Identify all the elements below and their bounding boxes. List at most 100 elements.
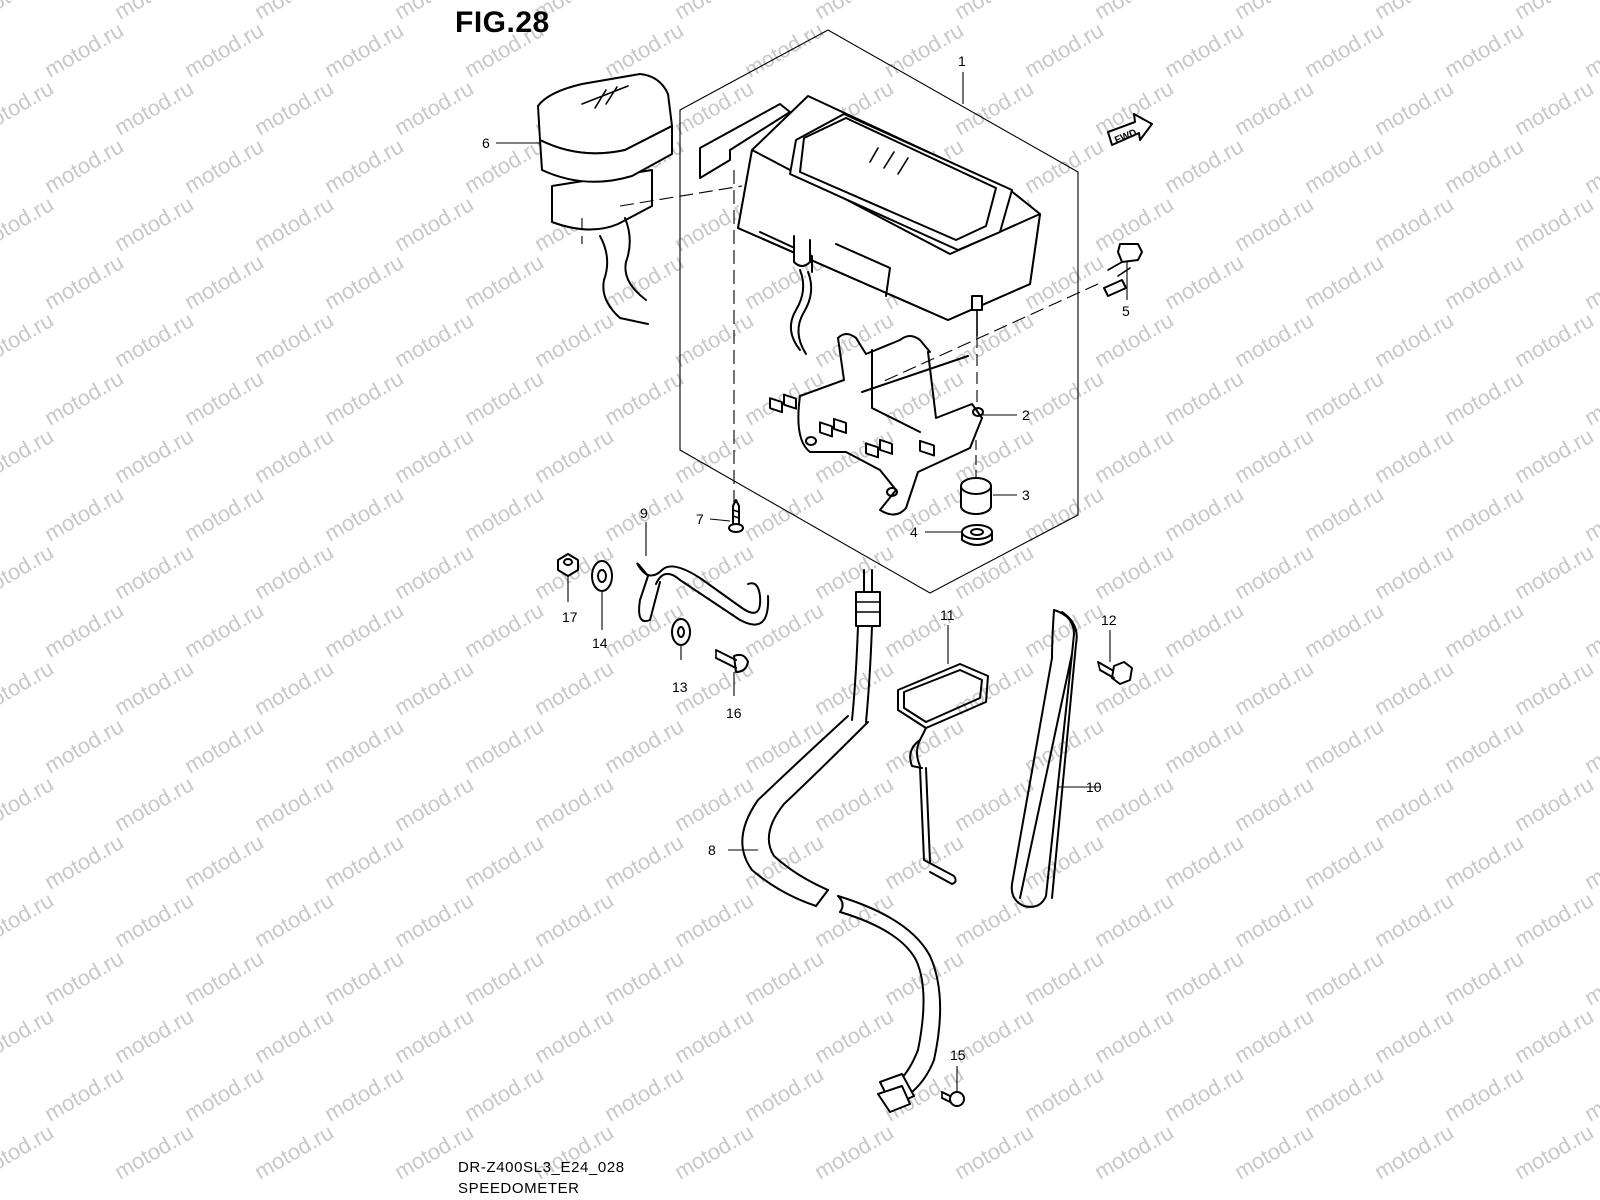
watermark-text: motod.ru: [460, 365, 548, 430]
watermark-text: motod.ru: [180, 481, 268, 546]
watermark-text: motod.ru: [320, 17, 408, 82]
callout-16: 16: [726, 705, 742, 721]
watermark-text: motod.ru: [1020, 945, 1108, 1010]
watermark-text: motod.ru: [670, 307, 758, 372]
part-15-screw: [941, 1091, 965, 1107]
watermark-text: motod.ru: [460, 713, 548, 778]
watermark-text: motod.ru: [110, 423, 198, 488]
callout-14: 14: [592, 635, 608, 651]
callout-numbers: 1 2 3 4 5 6 7 8 9 10 11 12 13 14 15 16 1…: [482, 53, 1130, 1063]
watermark-text: motod.ru: [670, 423, 758, 488]
meter-buttons: [769, 393, 935, 459]
watermark-text: motod.ru: [1440, 945, 1528, 1010]
callout-9: 9: [640, 505, 648, 521]
watermark-text: motod.ru: [460, 481, 548, 546]
watermark-text: motod.ru: [1020, 1061, 1108, 1126]
watermark-text: motod.ru: [1580, 829, 1600, 894]
watermark-text: motod.ru: [600, 249, 688, 314]
watermark-text: motod.ru: [180, 713, 268, 778]
watermark-text: motod.ru: [1020, 365, 1108, 430]
watermark-text: motod.ru: [320, 829, 408, 894]
watermark-text: motod.ru: [1580, 945, 1600, 1010]
watermark-text: motod.ru: [1160, 829, 1248, 894]
watermark-text: motod.ru: [1230, 191, 1318, 256]
watermark-text: motod.ru: [1090, 1003, 1178, 1068]
watermark-text: motod.ru: [740, 17, 828, 82]
watermark-text: motod.ru: [1580, 713, 1600, 778]
watermark-text: motod.ru: [1020, 481, 1108, 546]
watermark-text: motod.ru: [1300, 945, 1388, 1010]
watermark-text: motod.ru: [40, 249, 128, 314]
watermark-text: motod.ru: [1510, 1119, 1598, 1184]
watermark-text: motod.ru: [670, 887, 758, 952]
watermark-text: motod.ru: [1160, 365, 1248, 430]
watermark-text: motod.ru: [1580, 17, 1600, 82]
watermark-text: motod.ru: [530, 307, 618, 372]
watermark-text: motod.ru: [1580, 249, 1600, 314]
watermark-text: motod.ru: [1300, 597, 1388, 662]
watermark-text: motod.ru: [250, 191, 338, 256]
watermark-text: motod.ru: [40, 713, 128, 778]
watermark-text: motod.ru: [880, 17, 968, 82]
watermark-text: motod.ru: [460, 1061, 548, 1126]
watermark-text: motod.ru: [600, 713, 688, 778]
watermark-text: motod.ru: [1580, 365, 1600, 430]
watermark-text: motod.ru: [1160, 945, 1248, 1010]
watermark-text: motod.ru: [460, 945, 548, 1010]
watermark-text: motod.ru: [390, 1003, 478, 1068]
watermark-text: motod.ru: [180, 829, 268, 894]
watermark-text: motod.ru: [0, 771, 58, 836]
leader-lines: [496, 72, 1128, 1092]
watermark-text: motod.ru: [0, 423, 58, 488]
watermark-text: motod.ru: [110, 539, 198, 604]
watermark-text: motod.ru: [810, 1119, 898, 1184]
watermark-text: motod.ru: [180, 249, 268, 314]
watermark-text: motod.ru: [390, 655, 478, 720]
watermark-text: motod.ru: [600, 17, 688, 82]
watermark-text: motod.ru: [390, 423, 478, 488]
watermark-text: motod.ru: [40, 133, 128, 198]
watermark-text: motod.ru: [460, 249, 548, 314]
watermark-text: motod.ru: [320, 133, 408, 198]
watermark-text: motod.ru: [1370, 655, 1458, 720]
watermark-text: motod.ru: [1230, 655, 1318, 720]
watermark-text: motod.ru: [530, 771, 618, 836]
watermark-text: motod.ru: [1510, 1003, 1598, 1068]
watermark-text: motod.ru: [1020, 133, 1108, 198]
watermark-text: motod.ru: [0, 539, 58, 604]
watermark-text: motod.ru: [180, 365, 268, 430]
callout-3: 3: [1022, 487, 1030, 503]
watermark-text: motod.ru: [0, 1119, 58, 1184]
watermark-text: motod.ru: [110, 655, 198, 720]
callout-5: 5: [1122, 303, 1130, 319]
part-6-connector-cover: [537, 73, 673, 325]
watermark-text: motod.ru: [1300, 133, 1388, 198]
watermark-text: motod.ru: [40, 829, 128, 894]
watermark-text: motod.ru: [320, 365, 408, 430]
callout-2: 2: [1022, 407, 1030, 423]
watermark-text: motod.ru: [110, 771, 198, 836]
callout-8: 8: [708, 842, 716, 858]
watermark-text: motod.ru: [670, 1119, 758, 1184]
watermark-text: motod.ru: [1370, 1119, 1458, 1184]
watermark-text: motod.ru: [950, 423, 1038, 488]
watermark-text: motod.ru: [0, 307, 58, 372]
watermark-text: motod.ru: [530, 887, 618, 952]
watermark-text: motod.ru: [110, 887, 198, 952]
watermark-text: motod.ru: [250, 0, 338, 24]
watermark-text: motod.ru: [0, 75, 58, 140]
watermark-text: motod.ru: [1510, 539, 1598, 604]
watermark-text: motod.ru: [250, 771, 338, 836]
watermark-text: motod.ru: [600, 1061, 688, 1126]
watermark-text: motod.ru: [810, 307, 898, 372]
watermark-text: motod.ru: [0, 655, 58, 720]
watermark-text: motod.ru: [1090, 887, 1178, 952]
watermark-text: motod.ru: [1370, 539, 1458, 604]
watermark-text: motod.ru: [1440, 481, 1528, 546]
watermark-text: motod.ru: [1580, 597, 1600, 662]
watermark-text: motod.ru: [1510, 423, 1598, 488]
watermark-text: motod.ru: [110, 191, 198, 256]
watermark-text: motod.ru: [1510, 655, 1598, 720]
watermark-text: motod.ru: [1300, 713, 1388, 778]
